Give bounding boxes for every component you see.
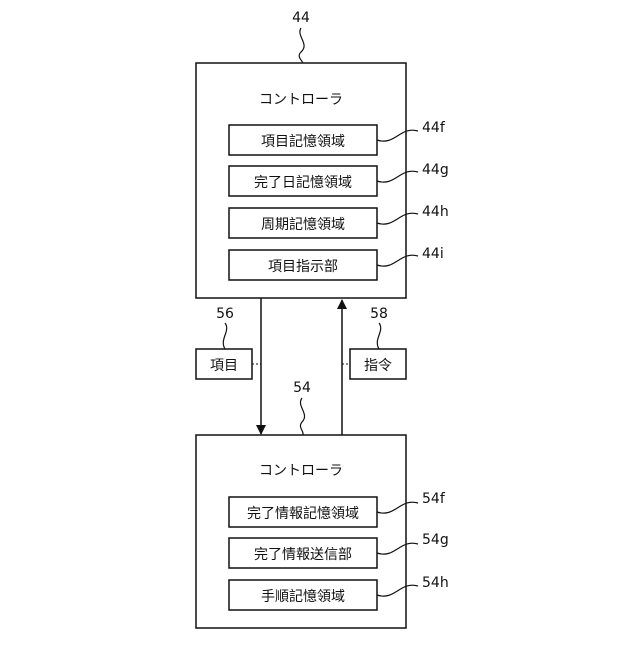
upper-block-ref-leader xyxy=(299,28,304,65)
item-instruction-unit-ref: 44i xyxy=(422,246,444,262)
item-storage-area-ref: 44f xyxy=(422,120,446,136)
lower-block-ref-leader xyxy=(300,398,304,436)
lower-controller-block: 54 コントローラ 完了情報記憶領域 54f 完了情報送信部 54g 手順記憶領… xyxy=(196,380,449,628)
cycle-storage-area-label: 周期記憶領域 xyxy=(261,216,345,233)
completion-info-storage-area-label: 完了情報記憶領域 xyxy=(247,505,359,522)
down-signal-ref-leader xyxy=(223,323,226,349)
procedure-storage-area-label: 手順記憶領域 xyxy=(261,588,345,605)
up-signal-label: 指令 xyxy=(364,358,392,374)
down-signal-ref: 56 xyxy=(216,306,234,322)
down-signal-label: 項目 xyxy=(210,358,238,374)
up-signal-ref-leader xyxy=(377,323,380,349)
up-signal-label-group: 58 指令 xyxy=(342,306,406,379)
lower-block-ref-label: 54 xyxy=(293,380,311,396)
item-storage-area-label: 項目記憶領域 xyxy=(261,133,345,150)
item-instruction-unit-label: 項目指示部 xyxy=(268,259,338,275)
lower-controller-title: コントローラ xyxy=(259,463,343,479)
upper-block-ref-label: 44 xyxy=(292,10,310,26)
down-signal-label-group: 56 項目 xyxy=(196,306,261,379)
cycle-storage-area-ref: 44h xyxy=(422,204,449,220)
completion-info-storage-area-ref: 54f xyxy=(422,491,446,507)
upper-controller-title: コントローラ xyxy=(259,92,343,108)
completion-info-transmit-unit-label: 完了情報送信部 xyxy=(254,547,352,563)
signal-lines xyxy=(261,298,342,436)
completion-info-transmit-unit-ref: 54g xyxy=(422,532,449,548)
upper-controller-block: 44 コントローラ 項目記憶領域 44f 完了日記憶領域 44g 周期記憶領域 … xyxy=(196,10,449,298)
completion-date-storage-area-ref: 44g xyxy=(422,162,449,178)
up-signal-ref: 58 xyxy=(370,306,388,322)
completion-date-storage-area-label: 完了日記憶領域 xyxy=(254,174,352,191)
procedure-storage-area-ref: 54h xyxy=(422,575,449,591)
